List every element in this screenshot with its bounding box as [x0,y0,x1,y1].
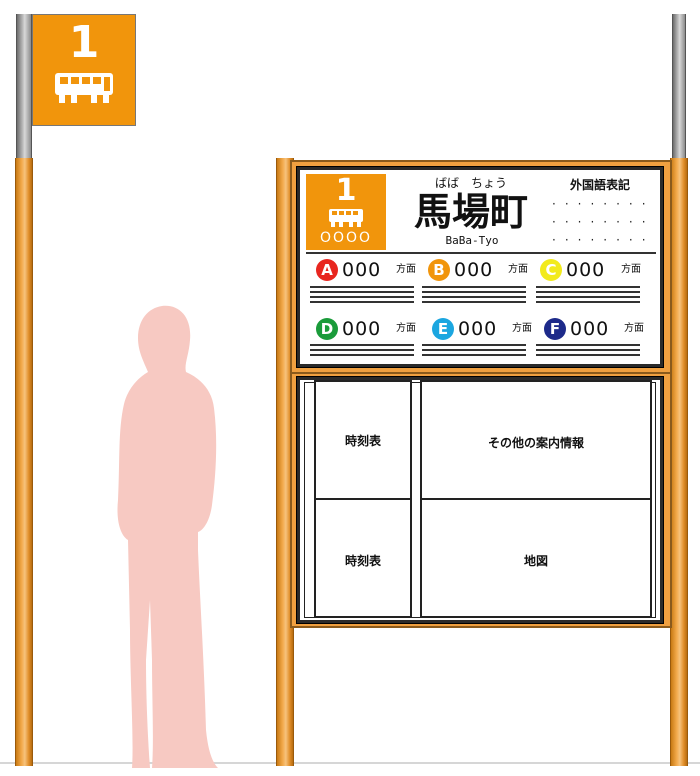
sign-right-pole [670,158,688,766]
route-badge-code: OOOO [319,230,373,246]
destination-d-badge: D [316,318,338,340]
destination-e-number: 000 [458,318,498,340]
left-pole-top [16,14,32,160]
pole-route-sign: 1 [32,14,136,126]
destination-c-badge: C [540,259,562,281]
foreign-language-label: 外国語表記 [569,178,630,192]
route-badge: 1 OOOO [306,174,386,250]
pole-route-number: 1 [68,17,100,68]
destination-b-lines [422,286,526,306]
destination-f-suffix: 方面 [624,323,644,334]
timetable-top-box: 時刻表 [314,380,412,500]
destination-c-lines [536,286,640,306]
destination-b-number: 000 [454,259,494,281]
person-silhouette [117,305,218,768]
map-label: 地図 [523,554,548,568]
timetable-top-label: 時刻表 [344,434,381,448]
destination-f-badge: F [544,318,566,340]
ground-line [0,762,700,764]
stop-name: 馬場町 [413,190,528,234]
destination-a-number: 000 [342,259,382,281]
bus-icon [329,209,363,227]
destination-a-suffix: 方面 [396,264,416,275]
dot-row-1: ········ [552,197,655,211]
destination-d-number: 000 [342,318,382,340]
dot-row-3: ········ [552,233,655,247]
sign-divider [306,252,656,254]
destination-f-lines [536,344,640,364]
destination-d-suffix: 方面 [396,323,416,334]
bus-icon [55,73,113,103]
other-info-box: その他の案内情報 [420,380,652,500]
dot-row-2: ········ [552,215,655,229]
left-pole [15,158,33,766]
destination-a-badge: A [316,259,338,281]
destination-f-number: 000 [570,318,610,340]
timetable-bottom-box: 時刻表 [314,498,412,618]
timetable-bottom-label: 時刻表 [344,554,381,568]
destination-e-suffix: 方面 [512,323,532,334]
route-badge-number: 1 [335,173,357,208]
destination-d-lines [310,344,414,364]
destination-c-number: 000 [566,259,606,281]
stop-name-kana: ばば ちょう [434,176,507,190]
other-info-label: その他の案内情報 [487,436,584,450]
destination-e-badge: E [432,318,454,340]
map-box: 地図 [420,498,652,618]
stop-name-roman: BaBa-Tyo [445,234,499,247]
destination-c-suffix: 方面 [621,264,641,275]
destination-b-suffix: 方面 [508,264,528,275]
destination-e-lines [422,344,526,364]
destination-a-lines [310,286,414,306]
destination-b-badge: B [428,259,450,281]
right-pole-top [672,14,686,160]
